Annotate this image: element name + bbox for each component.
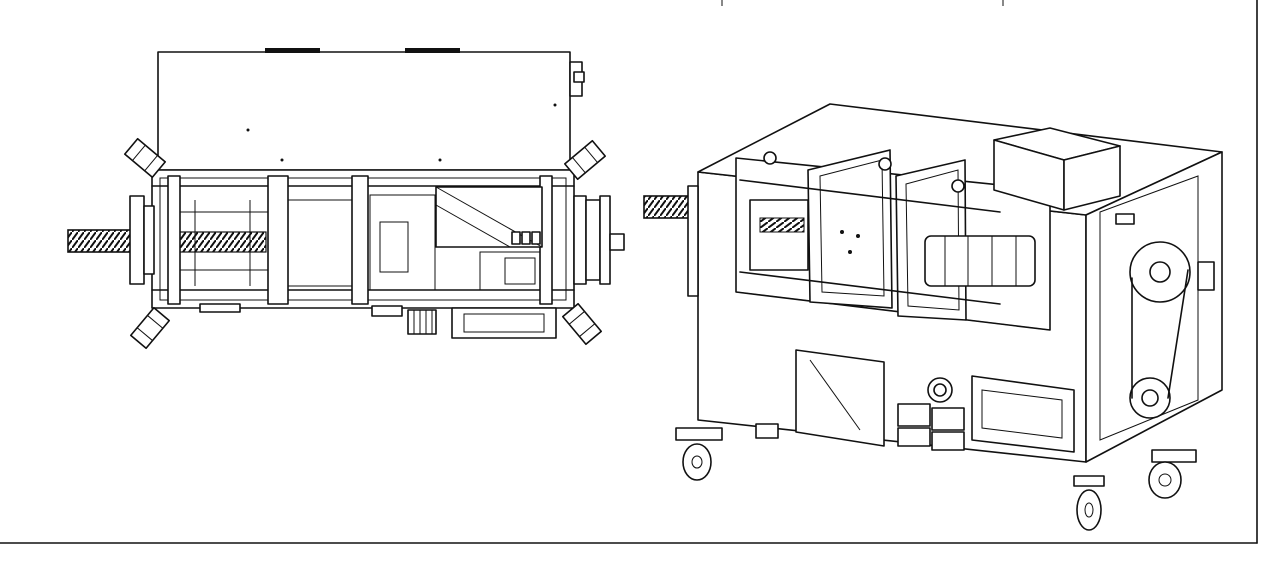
caster-bottom-right (561, 302, 603, 346)
drawing-frame (0, 0, 1258, 544)
caster-back-right (1148, 449, 1197, 499)
iso-control-panel (795, 349, 1075, 453)
iso-barrel (924, 235, 1036, 287)
iso-belt-drive (1099, 175, 1215, 441)
top-cover (157, 48, 585, 171)
right-end-cap (573, 195, 625, 285)
control-box (435, 186, 543, 291)
iso-screw (643, 185, 699, 297)
top-view (67, 48, 625, 350)
caster-top-left (123, 137, 167, 179)
bottom-components (199, 303, 557, 339)
isometric-view (643, 103, 1223, 531)
caster-front-right (1073, 475, 1105, 531)
caster-top-right (563, 139, 607, 181)
internal-plates (167, 175, 553, 305)
iso-casters (675, 423, 1197, 531)
caster-front-left (675, 427, 723, 481)
iso-hopper (993, 127, 1121, 211)
screw-shaft-left (67, 195, 267, 285)
caster-bottom-left (129, 306, 171, 350)
